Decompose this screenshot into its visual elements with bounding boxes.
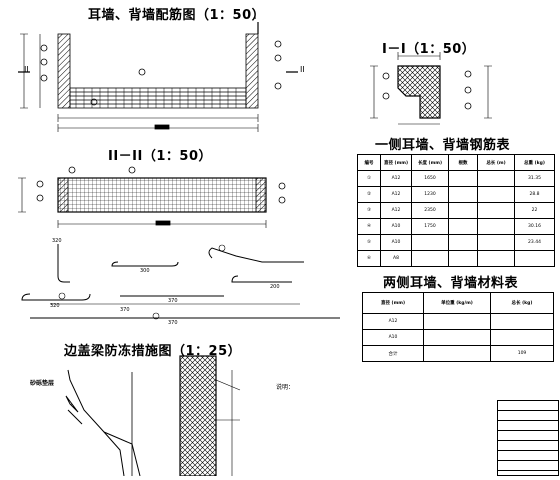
table-cell: 2350 <box>411 202 449 219</box>
table-cell: ② <box>357 186 381 203</box>
table-cell: 1650 <box>411 170 449 187</box>
title-block-row <box>498 401 558 411</box>
section-11-title: I－I（1：50） <box>382 42 476 57</box>
table-cell: ④ <box>357 218 381 235</box>
title-block-row <box>498 441 558 451</box>
material-th-diameter: 直径 (mm) <box>362 292 424 314</box>
title-block-row <box>498 431 558 441</box>
table-cell <box>477 170 515 187</box>
rebar-th-length: 长度 (mm) <box>411 154 449 171</box>
table-cell: 109 <box>490 345 554 362</box>
table-cell: A12 <box>380 186 412 203</box>
table-cell: A12 <box>362 313 424 330</box>
material-table: 直径 (mm) 单位重 (kg/m) 总长 (kg) A12 A10 合计 10… <box>362 292 554 362</box>
table-cell <box>448 170 478 187</box>
rebar-th-mark: 编号 <box>357 154 381 171</box>
rebar-th-total-length: 总长 (m) <box>477 154 515 171</box>
table-cell: 31.35 <box>514 170 555 187</box>
table-cell <box>448 186 478 203</box>
table-row: ① A12 1650 31.35 <box>357 170 555 187</box>
rebar-dim-6: 370 <box>168 320 178 326</box>
table-cell <box>423 313 491 330</box>
table-cell: A12 <box>380 170 412 187</box>
section-mark-right: II <box>300 65 305 74</box>
rebar-table: 编号 直径 (mm) 长度 (mm) 根数 总长 (m) 总重 (kg) ① A… <box>357 154 555 267</box>
table-cell: A12 <box>380 202 412 219</box>
title-block <box>497 400 559 476</box>
table-cell: 28.8 <box>514 186 555 203</box>
title-block-row <box>498 461 558 471</box>
table-cell: 1750 <box>411 218 449 235</box>
table-cell <box>411 250 449 267</box>
rebar-dim-5: 370 <box>168 298 178 304</box>
table-row: ⑤ A10 23.44 <box>357 234 555 251</box>
table-cell <box>448 234 478 251</box>
table-cell <box>448 218 478 235</box>
table-cell <box>423 345 491 362</box>
table-row: A12 <box>362 313 554 330</box>
table-cell <box>490 313 554 330</box>
section-11-view <box>370 52 492 125</box>
table-cell: 22 <box>514 202 555 219</box>
table-cell <box>490 329 554 346</box>
table-row: ⑥ A8 <box>357 250 555 267</box>
anti-freeze-view <box>65 355 241 476</box>
table-cell: 1230 <box>411 186 449 203</box>
material-table-header: 直径 (mm) 单位重 (kg/m) 总长 (kg) <box>362 292 554 314</box>
table-row: ② A12 1230 28.8 <box>357 186 555 203</box>
rebar-table-header: 编号 直径 (mm) 长度 (mm) 根数 总长 (m) 总重 (kg) <box>357 154 555 171</box>
title-block-row <box>498 421 558 431</box>
table-row: ④ A10 1750 30.16 <box>357 218 555 235</box>
rebar-dim-3: 200 <box>270 284 280 290</box>
gravel-label: 砂砾垫层 <box>30 380 55 387</box>
table-cell: 合计 <box>362 345 424 362</box>
rebar-th-diameter: 直径 (mm) <box>380 154 412 171</box>
table-cell <box>448 250 478 267</box>
rebar-dim-4: 320 <box>50 303 60 309</box>
rebar-th-count: 根数 <box>448 154 478 171</box>
table-cell <box>477 250 515 267</box>
section-mark-top: I <box>254 12 257 21</box>
table-row: A10 <box>362 329 554 346</box>
table-cell <box>477 186 515 203</box>
table-cell: ③ <box>357 202 381 219</box>
material-table-title: 两侧耳墙、背墙材料表 <box>383 276 519 291</box>
elevation-title: 耳墙、背墙配筋图（1：50） <box>88 8 266 23</box>
table-cell: A10 <box>380 234 412 251</box>
table-cell <box>448 202 478 219</box>
material-th-total: 总长 (kg) <box>490 292 554 314</box>
rebar-details <box>21 244 340 320</box>
table-cell <box>423 329 491 346</box>
table-cell: A8 <box>380 250 412 267</box>
title-block-row <box>498 451 558 461</box>
rebar-table-title: 一侧耳墙、背墙钢筋表 <box>375 138 511 153</box>
table-cell: ⑥ <box>357 250 381 267</box>
table-cell: 30.16 <box>514 218 555 235</box>
notes-heading: 说明： <box>276 384 295 391</box>
section-mark-left: II <box>24 65 29 74</box>
section-22-title: II－II（1：50） <box>108 149 212 164</box>
rebar-dim-1: 320 <box>52 238 62 244</box>
section-22-view <box>18 166 286 228</box>
table-cell <box>477 234 515 251</box>
table-row: ③ A12 2350 22 <box>357 202 555 219</box>
table-cell <box>477 202 515 219</box>
table-cell <box>411 234 449 251</box>
table-cell <box>514 250 555 267</box>
rebar-th-total-weight: 总重 (kg) <box>514 154 555 171</box>
title-block-row <box>498 411 558 421</box>
table-cell <box>477 218 515 235</box>
rebar-dim-2: 300 <box>140 268 150 274</box>
anti-freeze-title: 边盖梁防冻措施图（1：25） <box>64 344 242 359</box>
table-row: 合计 109 <box>362 345 554 362</box>
table-cell: 23.44 <box>514 234 555 251</box>
elevation-view <box>18 22 298 132</box>
table-cell: ① <box>357 170 381 187</box>
table-cell: ⑤ <box>357 234 381 251</box>
material-th-unit-weight: 单位重 (kg/m) <box>423 292 491 314</box>
table-cell: A10 <box>380 218 412 235</box>
table-cell: A10 <box>362 329 424 346</box>
rebar-dim-7: 370 <box>120 307 130 313</box>
